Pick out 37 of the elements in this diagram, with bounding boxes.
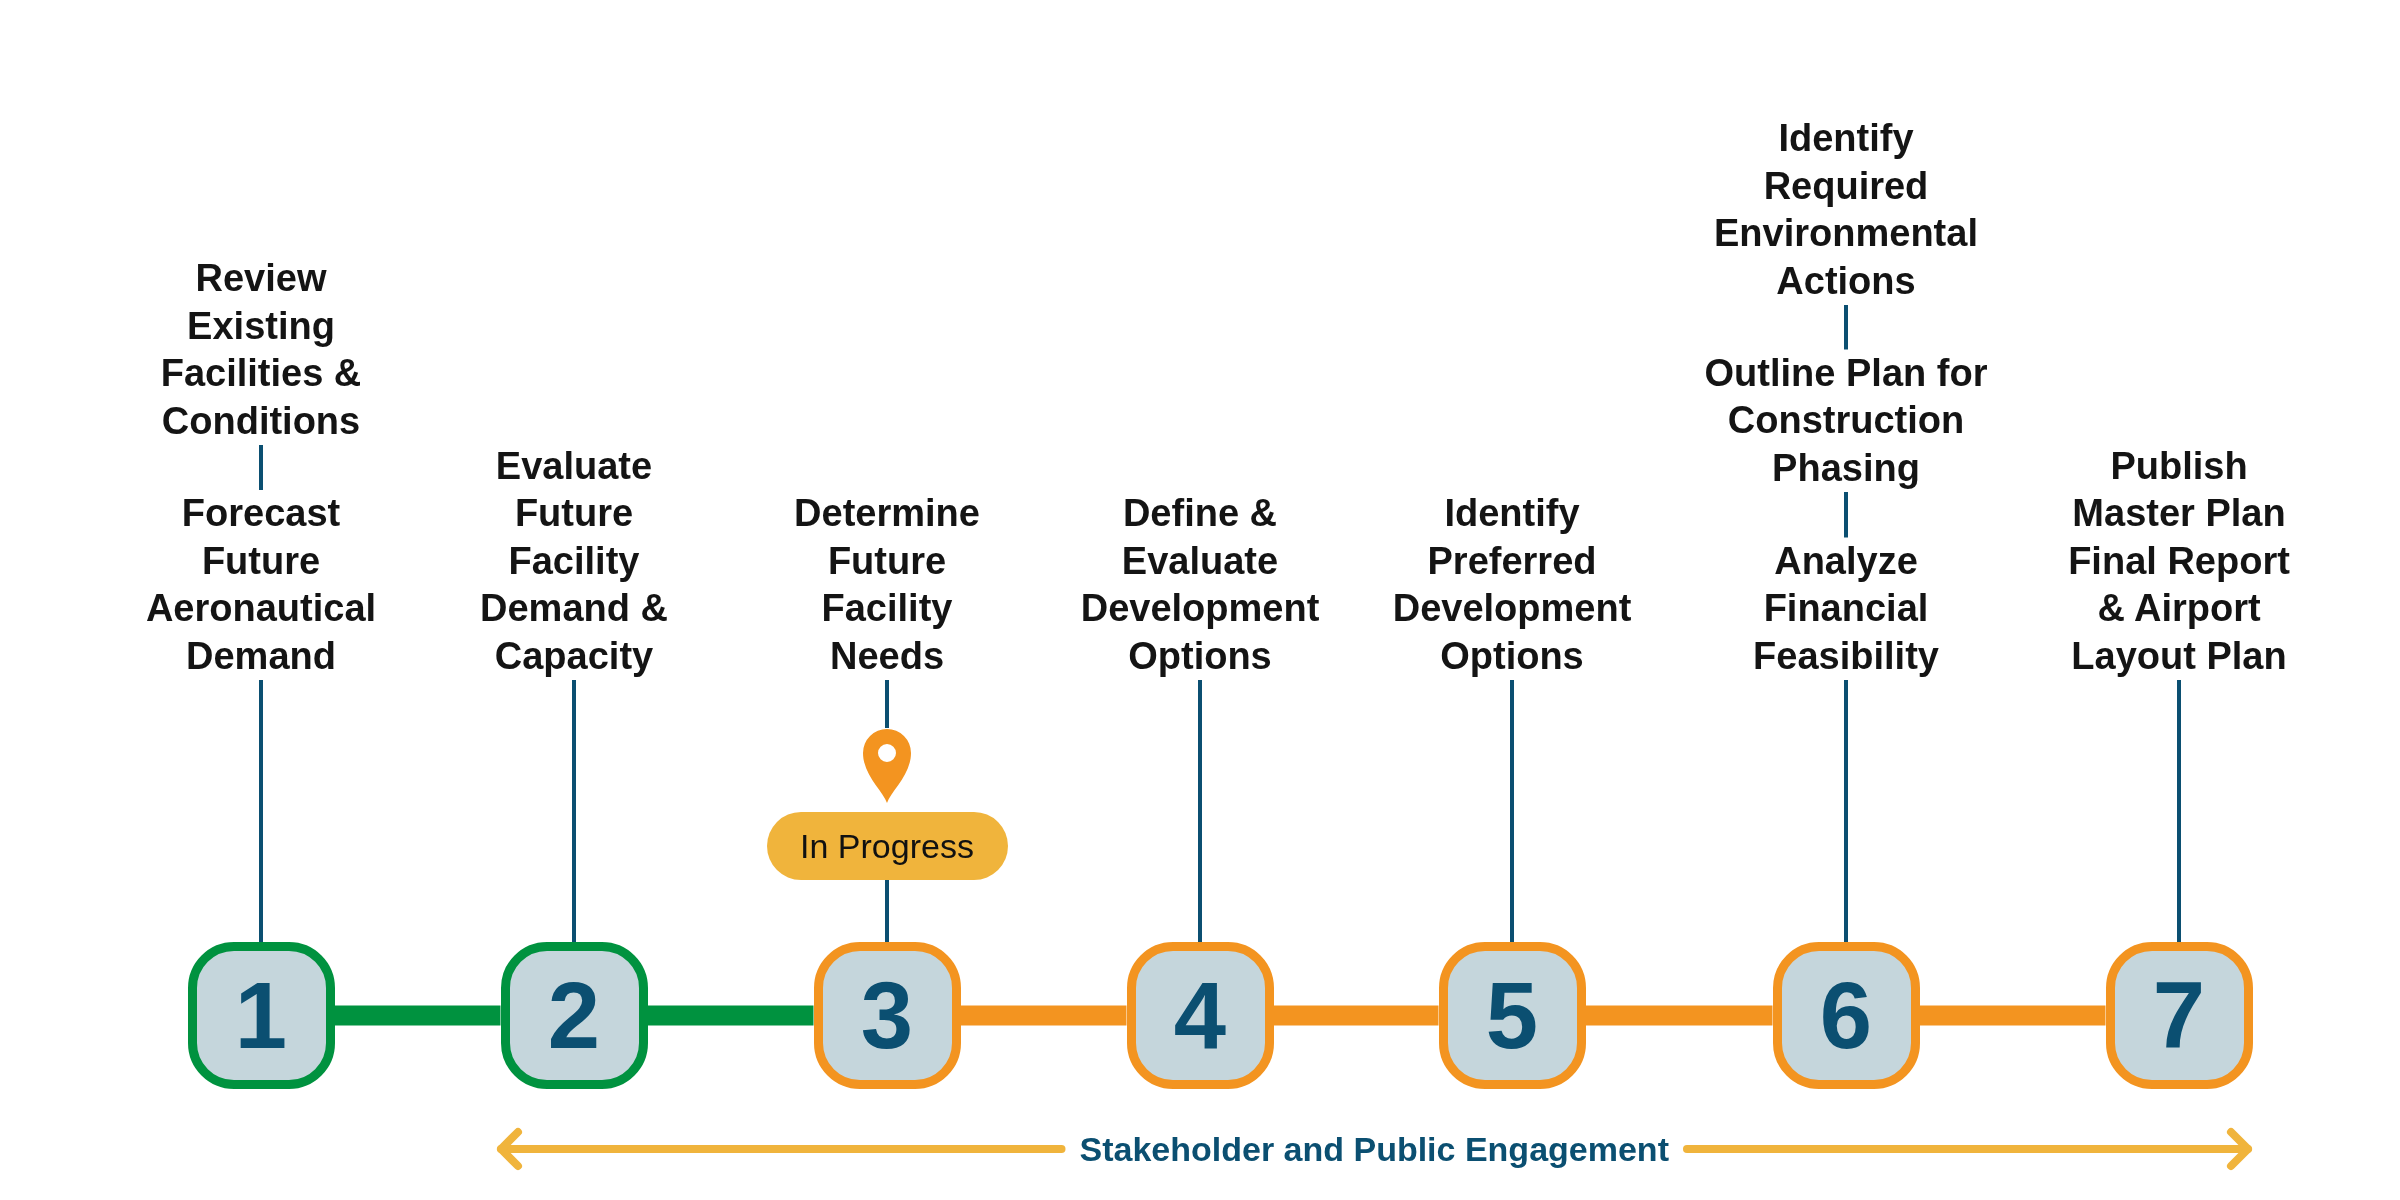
map-pin-icon <box>862 728 912 803</box>
leader-line <box>259 445 263 490</box>
status-badge: In Progress <box>766 812 1008 880</box>
leader-line <box>885 680 889 728</box>
step-number-box: 4 <box>1126 942 1274 1089</box>
leader-line <box>1510 680 1514 942</box>
step-number-box: 7 <box>2105 942 2253 1089</box>
timeline-bar <box>1273 1005 1439 1026</box>
timeline-bar <box>1919 1005 2106 1026</box>
step-description: Analyze Financial Feasibility <box>1752 537 1940 680</box>
leader-line <box>885 880 889 942</box>
step-description: Identify Preferred Development Options <box>1391 490 1633 680</box>
step-number-box: 6 <box>1772 942 1920 1089</box>
step-number-box: 5 <box>1438 942 1586 1089</box>
leader-line <box>1844 680 1848 942</box>
step-number-box: 3 <box>813 942 961 1089</box>
timeline-bar <box>960 1005 1127 1026</box>
timeline-bar <box>1585 1005 1773 1026</box>
step-number-box: 1 <box>187 942 335 1089</box>
timeline-bar <box>334 1005 501 1026</box>
step-description: Review Existing Facilities & Conditions <box>159 255 363 445</box>
step-description: Identify Required Environmental Actions <box>1713 115 1979 305</box>
leader-line <box>1844 305 1848 350</box>
step-number-box: 2 <box>500 942 648 1089</box>
step-description: Evaluate Future Facility Demand & Capacity <box>479 442 669 680</box>
leader-line <box>1844 492 1848 538</box>
step-description: Forecast Future Aeronautical Demand <box>144 490 378 680</box>
step-description: Publish Master Plan Final Report & Airport Layout Plan <box>2067 442 2291 680</box>
timeline-bar <box>647 1005 814 1026</box>
leader-line <box>1198 680 1202 942</box>
step-description: Outline Plan for Construction Phasing <box>1703 349 1989 492</box>
leader-line <box>572 680 576 942</box>
leader-line <box>2177 680 2181 942</box>
step-description: Determine Future Facility Needs <box>793 490 981 680</box>
step-description: Define & Evaluate Development Options <box>1079 490 1321 680</box>
arrow-label: Stakeholder and Public Engagement <box>1079 1129 1669 1170</box>
leader-line <box>259 680 263 942</box>
